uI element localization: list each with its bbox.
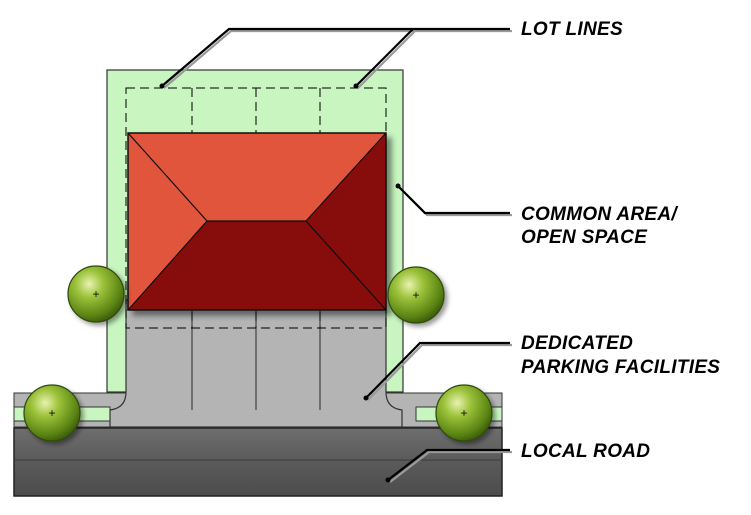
roof-plane-left — [128, 133, 207, 310]
tree: + — [387, 266, 445, 324]
label-parking-line1: DEDICATED — [521, 333, 633, 354]
tree-canopy — [435, 384, 493, 442]
leader-endpoint — [363, 395, 369, 401]
tree-trunk-marker: + — [48, 406, 55, 420]
leader-lot-lines — [159, 27, 512, 89]
label-common-area-line2: OPEN SPACE — [521, 227, 648, 248]
roof-plane-top — [128, 133, 386, 221]
roof-plane-right — [306, 133, 386, 310]
tree-canopy — [23, 384, 81, 442]
building-roof — [127, 132, 387, 311]
tree-trunk-marker: + — [412, 288, 419, 302]
tree: + — [67, 265, 125, 323]
roof-plane-bottom — [128, 221, 386, 310]
tree-canopy — [67, 265, 125, 323]
roof-hip-line — [305, 220, 387, 311]
tree: + — [23, 384, 81, 442]
leader-endpoint — [353, 83, 359, 89]
leader-common-area — [395, 183, 512, 217]
leader-endpoint — [385, 477, 391, 483]
tree: + — [435, 384, 493, 442]
road-surface — [13, 427, 503, 497]
leader-parking — [363, 341, 512, 401]
local-road — [13, 427, 503, 497]
roof-hip-line — [127, 220, 208, 311]
tree-trunk-marker: + — [92, 287, 99, 301]
label-common-area-line1: COMMON AREA/ — [521, 204, 678, 225]
leader-endpoint — [159, 83, 165, 89]
tree-canopy — [387, 266, 445, 324]
roof-outline — [127, 132, 387, 311]
leader-endpoint — [395, 183, 401, 189]
roof-hip-line — [127, 132, 208, 222]
roof-hip-line — [305, 132, 387, 222]
label-parking-line2: PARKING FACILITIES — [521, 357, 720, 378]
label-local-road: LOCAL ROAD — [521, 441, 650, 462]
leader-local-road — [385, 448, 512, 483]
label-lot-lines: LOT LINES — [521, 19, 623, 40]
tree-trunk-marker: + — [460, 406, 467, 420]
